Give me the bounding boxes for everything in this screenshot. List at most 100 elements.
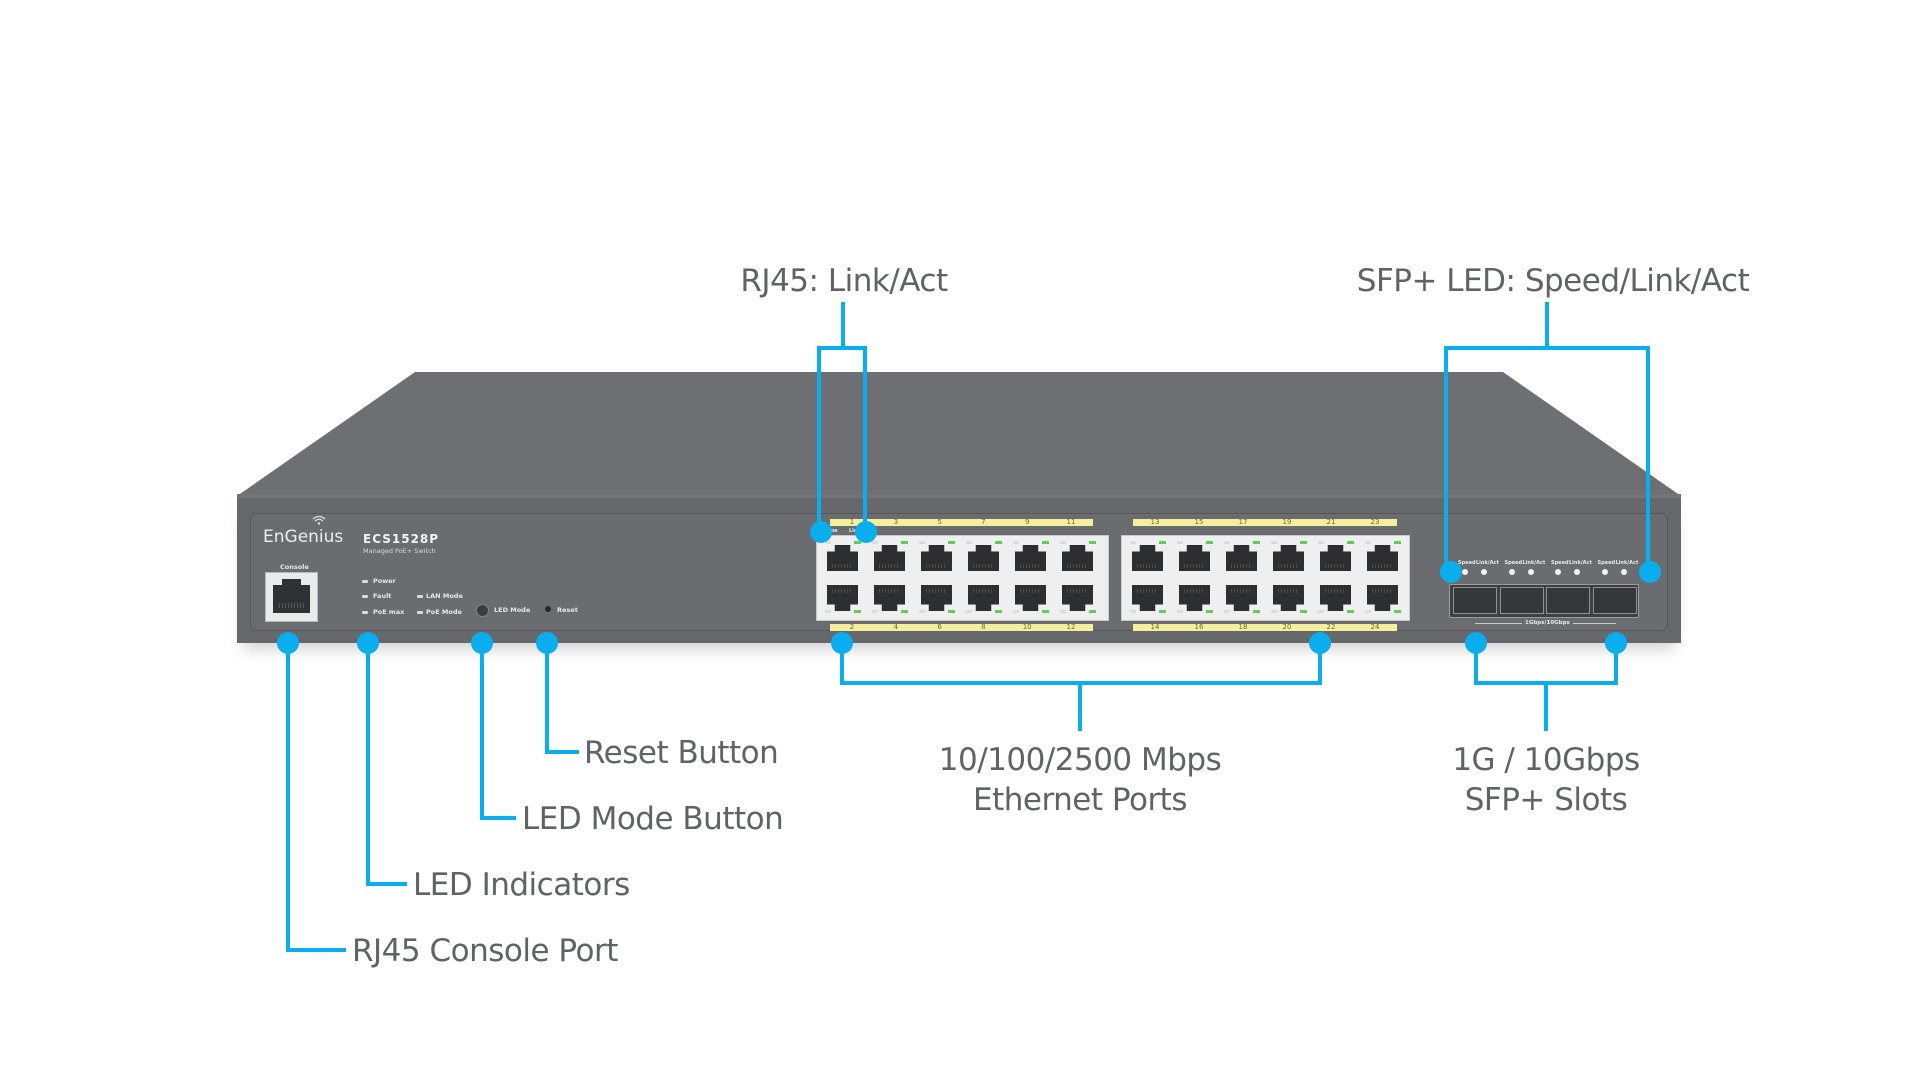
port-number: 5	[937, 518, 942, 526]
console-port-latch	[282, 579, 301, 587]
reset-button[interactable]	[545, 606, 551, 612]
rj45-port[interactable]	[964, 540, 1003, 572]
rj45-port[interactable]	[1175, 580, 1214, 613]
rj45-port-pins	[973, 589, 994, 593]
port-number: 15	[1194, 518, 1204, 526]
speed-led	[1013, 541, 1019, 544]
link-act-led	[1394, 541, 1401, 544]
rj45-port[interactable]	[1011, 540, 1050, 572]
port-number: 1	[849, 518, 855, 526]
port-number: 7	[981, 518, 986, 526]
link-act-led	[1042, 541, 1049, 544]
sfp-speed-led-label: Speed	[1551, 560, 1569, 566]
speed-led	[1130, 541, 1136, 544]
speed-led	[825, 610, 831, 613]
port-number: 11	[1066, 518, 1076, 526]
sfp-cage	[1449, 584, 1639, 618]
wifi-icon	[312, 515, 326, 525]
rj45-port[interactable]	[870, 540, 909, 572]
rj45-port-pins	[1020, 564, 1041, 568]
rj45-port-pins	[832, 564, 853, 568]
callout-line	[1614, 643, 1618, 685]
sfp-slot[interactable]	[1499, 587, 1544, 614]
rj45-port[interactable]	[1128, 540, 1167, 572]
rj45-port-pins	[926, 564, 947, 568]
speed-led	[872, 610, 878, 613]
chassis-front-lip	[237, 494, 1681, 500]
rj45-port[interactable]	[1363, 580, 1402, 613]
sfp-slot[interactable]	[1546, 587, 1590, 614]
brand-logo: EnGenius	[263, 527, 344, 547]
sfp-speed-led	[1462, 569, 1468, 575]
rj45-port[interactable]	[1128, 580, 1167, 613]
rj45-port[interactable]	[1269, 580, 1308, 613]
rj45-port[interactable]	[1222, 580, 1261, 613]
callout-ethernet-ports-line2: Ethernet Ports	[972, 782, 1187, 818]
rj45-port-pins	[879, 589, 900, 593]
speed-led	[1177, 541, 1183, 544]
port-number: 22	[1326, 623, 1336, 631]
console-port[interactable]	[265, 572, 318, 622]
rj45-port[interactable]	[1058, 540, 1097, 572]
speed-led	[872, 541, 878, 544]
rj45-port[interactable]	[917, 580, 956, 613]
rj45-port[interactable]	[1269, 540, 1308, 572]
speed-led	[966, 541, 972, 544]
link-act-led	[1347, 610, 1354, 613]
port-number: 8	[981, 623, 986, 631]
speed-led	[1271, 610, 1277, 613]
speed-led	[1318, 541, 1324, 544]
speed-led	[825, 541, 831, 544]
link-act-led	[995, 610, 1002, 613]
rj45-speed-led-label: Spe	[827, 528, 838, 534]
ethernet-port-block-1-12	[816, 535, 1109, 621]
link-act-led	[1253, 541, 1260, 544]
rj45-port[interactable]	[1363, 540, 1402, 572]
lan-mode-led	[417, 595, 423, 598]
rj45-port[interactable]	[823, 540, 862, 572]
led-mode-button-label: LED Mode	[494, 606, 531, 614]
callout-line	[286, 643, 290, 952]
rj45-port-pins	[1184, 589, 1205, 593]
sfp-link-act-led-label: Link/Act	[1615, 560, 1639, 566]
callout-line	[817, 346, 821, 532]
speed-led	[919, 541, 925, 544]
callout-led-indicators: LED Indicators	[413, 867, 630, 903]
rj45-port[interactable]	[823, 580, 862, 613]
rj45-port[interactable]	[1058, 580, 1097, 613]
rj45-port-pins	[1325, 589, 1346, 593]
callout-line	[1078, 681, 1082, 731]
callout-dot	[1440, 561, 1462, 583]
sfp-slot[interactable]	[1592, 587, 1637, 614]
callout-line	[366, 882, 407, 886]
rj45-port[interactable]	[917, 540, 956, 572]
sfp-speed-led	[1508, 569, 1515, 575]
sfp-slot[interactable]	[1453, 587, 1497, 614]
link-act-led	[1159, 541, 1166, 544]
lan-mode-led-label: LAN Mode	[426, 592, 463, 600]
port-number: 17	[1238, 518, 1248, 526]
callout-line	[1646, 346, 1650, 572]
led-mode-button[interactable]	[476, 604, 489, 617]
sfp-link-act-led	[1620, 569, 1627, 575]
rj45-port[interactable]	[1222, 540, 1261, 572]
sfp-link-act-led	[1574, 569, 1580, 575]
link-act-led	[854, 541, 861, 544]
speed-led	[919, 610, 925, 613]
rj45-port-pins	[1137, 564, 1158, 568]
link-act-led	[1300, 610, 1307, 613]
callout-line	[1474, 643, 1478, 685]
speed-led	[1060, 541, 1066, 544]
rj45-port-pins	[1325, 564, 1346, 568]
rj45-port[interactable]	[964, 580, 1003, 613]
rj45-port-pins	[1278, 589, 1299, 593]
rj45-port[interactable]	[870, 580, 909, 613]
port-number: 6	[937, 623, 942, 631]
sfp-speed-led-label: Speed	[1458, 560, 1476, 566]
rj45-port[interactable]	[1316, 540, 1355, 572]
rj45-port[interactable]	[1316, 580, 1355, 613]
rj45-port[interactable]	[1011, 580, 1050, 613]
rj45-port-pins	[1020, 589, 1041, 593]
rj45-port[interactable]	[1175, 540, 1214, 572]
